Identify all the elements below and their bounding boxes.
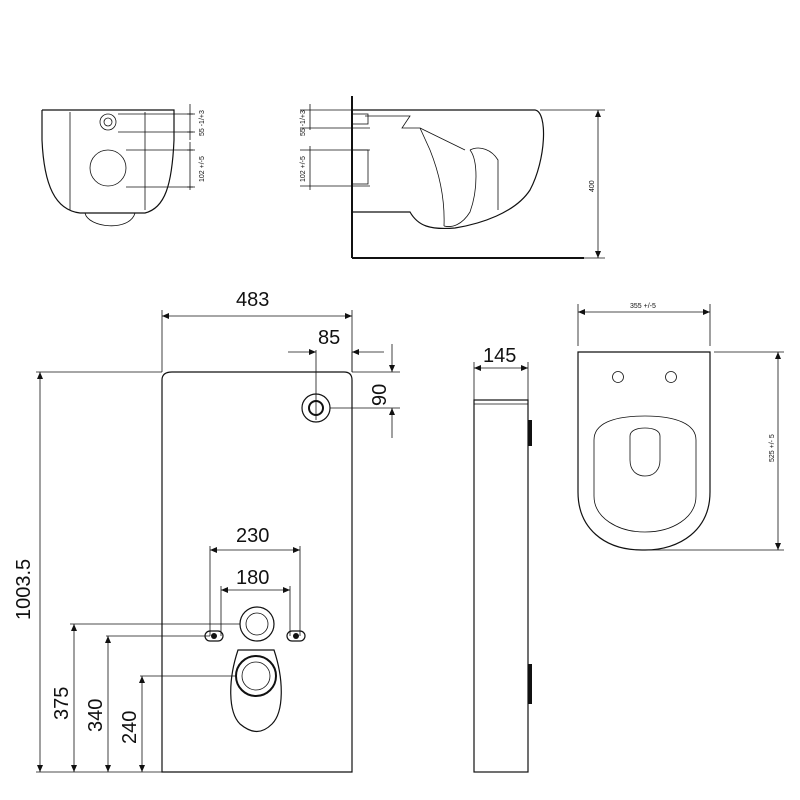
dim-flush-offset: 85 [318,327,340,349]
dim-flush-height: 90 [369,384,391,406]
dim-outlet-offset-left: 102 +/-5 [199,156,206,182]
dim-outlet-height: 240 [119,711,141,744]
wc-side-section: 55 -1/+3 102 +/-5 400 [300,96,605,259]
dim-bowl-length: 525 +/- 5 [769,434,776,462]
dim-outer-bolt-spacing: 230 [236,525,269,547]
dim-inlet-offset-left: 55 -1/+3 [199,110,206,136]
dim-bowl-height: 400 [589,180,596,192]
dim-panel-depth: 145 [483,345,516,367]
panel-side-view: 145 [473,345,532,773]
dim-inner-bolt-spacing: 180 [236,567,269,589]
dim-inlet-offset-side: 55 -1/+3 [300,110,307,136]
dim-outlet-offset-side: 102 +/-5 [300,156,307,182]
dim-panel-height: 1003.5 [13,559,35,620]
dim-bowl-width: 355 +/-5 [630,303,656,310]
dim-bolt-height: 375 [51,687,73,720]
dim-inlet-height: 340 [85,699,107,732]
bowl-top-view: 355 +/-5 525 +/- 5 [577,303,784,551]
dim-panel-width: 483 [236,289,269,311]
front-panel-view: 483 85 90 1003.5 230 180 [13,289,400,773]
wc-rear-view: 55 -1/+3 102 +/-5 [41,104,206,227]
